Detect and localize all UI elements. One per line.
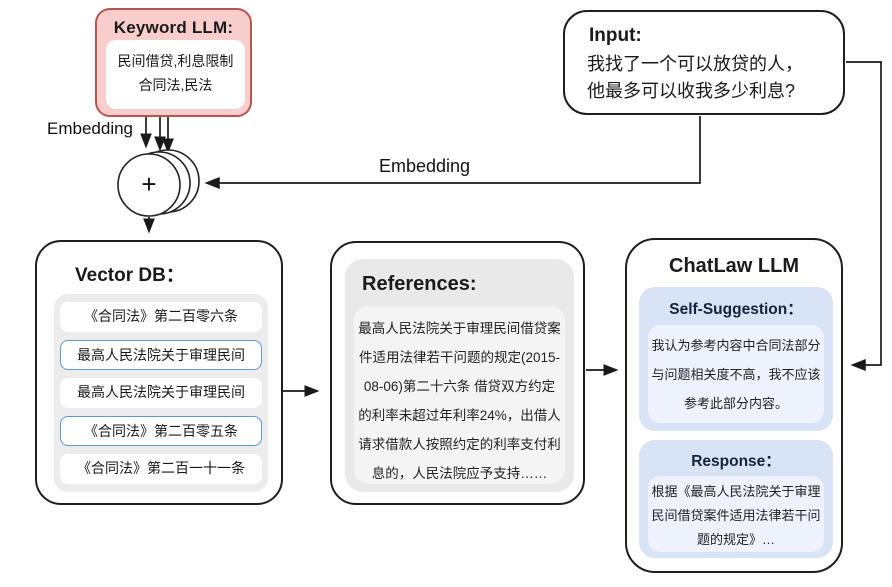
response-line: 民间借贷案件适用法律若干问 [651,508,821,523]
response-title: Response： [691,453,781,470]
self-suggestion-text: 我认为参考内容中合同法部分 与问题相关度不高，我不应该 参考此部分内容。 [648,325,824,423]
vector-db-item-highlighted: 《合同法》第二百零五条 [60,416,262,446]
self-suggestion-section: Self-Suggestion： 我认为参考内容中合同法部分 与问题相关度不高，… [639,287,833,431]
references-line: 息的，人民法院应予支持…… [371,466,548,481]
self-suggestion-line: 与问题相关度不高，我不应该 [651,367,821,382]
vector-db-list: 《合同法》第二百零六条 最高人民法院关于审理民间 最高人民法院关于审理民间 《合… [54,294,268,492]
references-line: 件适用法律若干问题的规定(2015- [358,350,561,365]
keyword-llm-box: Keyword LLM: 民间借贷,利息限制 合同法,民法 [95,8,252,117]
references-line: 的利率未超过年利率24%，出借人 [358,408,561,423]
keyword-llm-title: Keyword LLM: [113,18,234,37]
references-panel: References: 最高人民法院关于审理民间借贷案 件适用法律若干问题的规定… [345,259,574,492]
plus-icon: + [141,169,157,199]
self-suggestion-title: Self-Suggestion： [669,301,803,318]
self-suggestion-line: 参考此部分内容。 [683,396,788,411]
keyword-line-1: 民间借贷,利息限制 [117,53,234,69]
vector-db-item: 最高人民法院关于审理民间 [60,378,262,408]
self-suggestion-line: 我认为参考内容中合同法部分 [651,338,821,353]
input-line-2: 他最多可以收我多少利息? [587,81,796,101]
vector-db-box: Vector DB： 《合同法》第二百零六条 最高人民法院关于审理民间 最高人民… [35,240,283,505]
vector-db-item: 《合同法》第二百一十一条 [60,454,262,484]
input-question: 我找了一个可以放贷的人， 他最多可以收我多少利息? [565,51,843,105]
response-line: 根据《最高人民法院关于审理 [651,484,821,499]
input-title: Input: [589,25,642,46]
references-title: References: [362,273,477,295]
embedding-label-mid: Embedding [379,156,471,176]
input-chatlaw-arrow [846,61,882,371]
input-box: Input: 我找了一个可以放贷的人， 他最多可以收我多少利息? [563,10,845,115]
vector-db-item: 《合同法》第二百零六条 [60,302,262,332]
references-box: References: 最高人民法院关于审理民间借贷案 件适用法律若干问题的规定… [330,241,585,505]
references-line: 08-06)第二十六条 借贷双方约定 [363,379,556,394]
vector-db-title: Vector DB： [75,265,185,286]
references-line: 最高人民法院关于审理民间借贷案 [358,321,561,336]
references-text: 最高人民法院关于审理民间借贷案 件适用法律若干问题的规定(2015- 08-06… [354,306,565,484]
response-section: Response： 根据《最高人民法院关于审理 民间借贷案件适用法律若干问 题的… [639,440,833,558]
references-line: 请求借款人按照约定的利率支付利 [358,437,561,452]
chatlaw-llm-box: ChatLaw LLM Self-Suggestion： 我认为参考内容中合同法… [625,238,843,573]
response-text: 根据《最高人民法院关于审理 民间借贷案件适用法律若干问 题的规定》… [648,476,824,552]
vector-db-item-highlighted: 最高人民法院关于审理民间 [60,340,262,370]
response-line: 题的规定》… [696,532,775,547]
chatlaw-title: ChatLaw LLM [669,255,799,277]
keyword-llm-keywords: 民间借贷,利息限制 合同法,民法 [106,40,245,109]
input-line-1: 我找了一个可以放贷的人， [587,54,803,74]
keyword-line-2: 合同法,民法 [138,77,213,93]
embedding-label-left: Embedding [47,119,134,138]
